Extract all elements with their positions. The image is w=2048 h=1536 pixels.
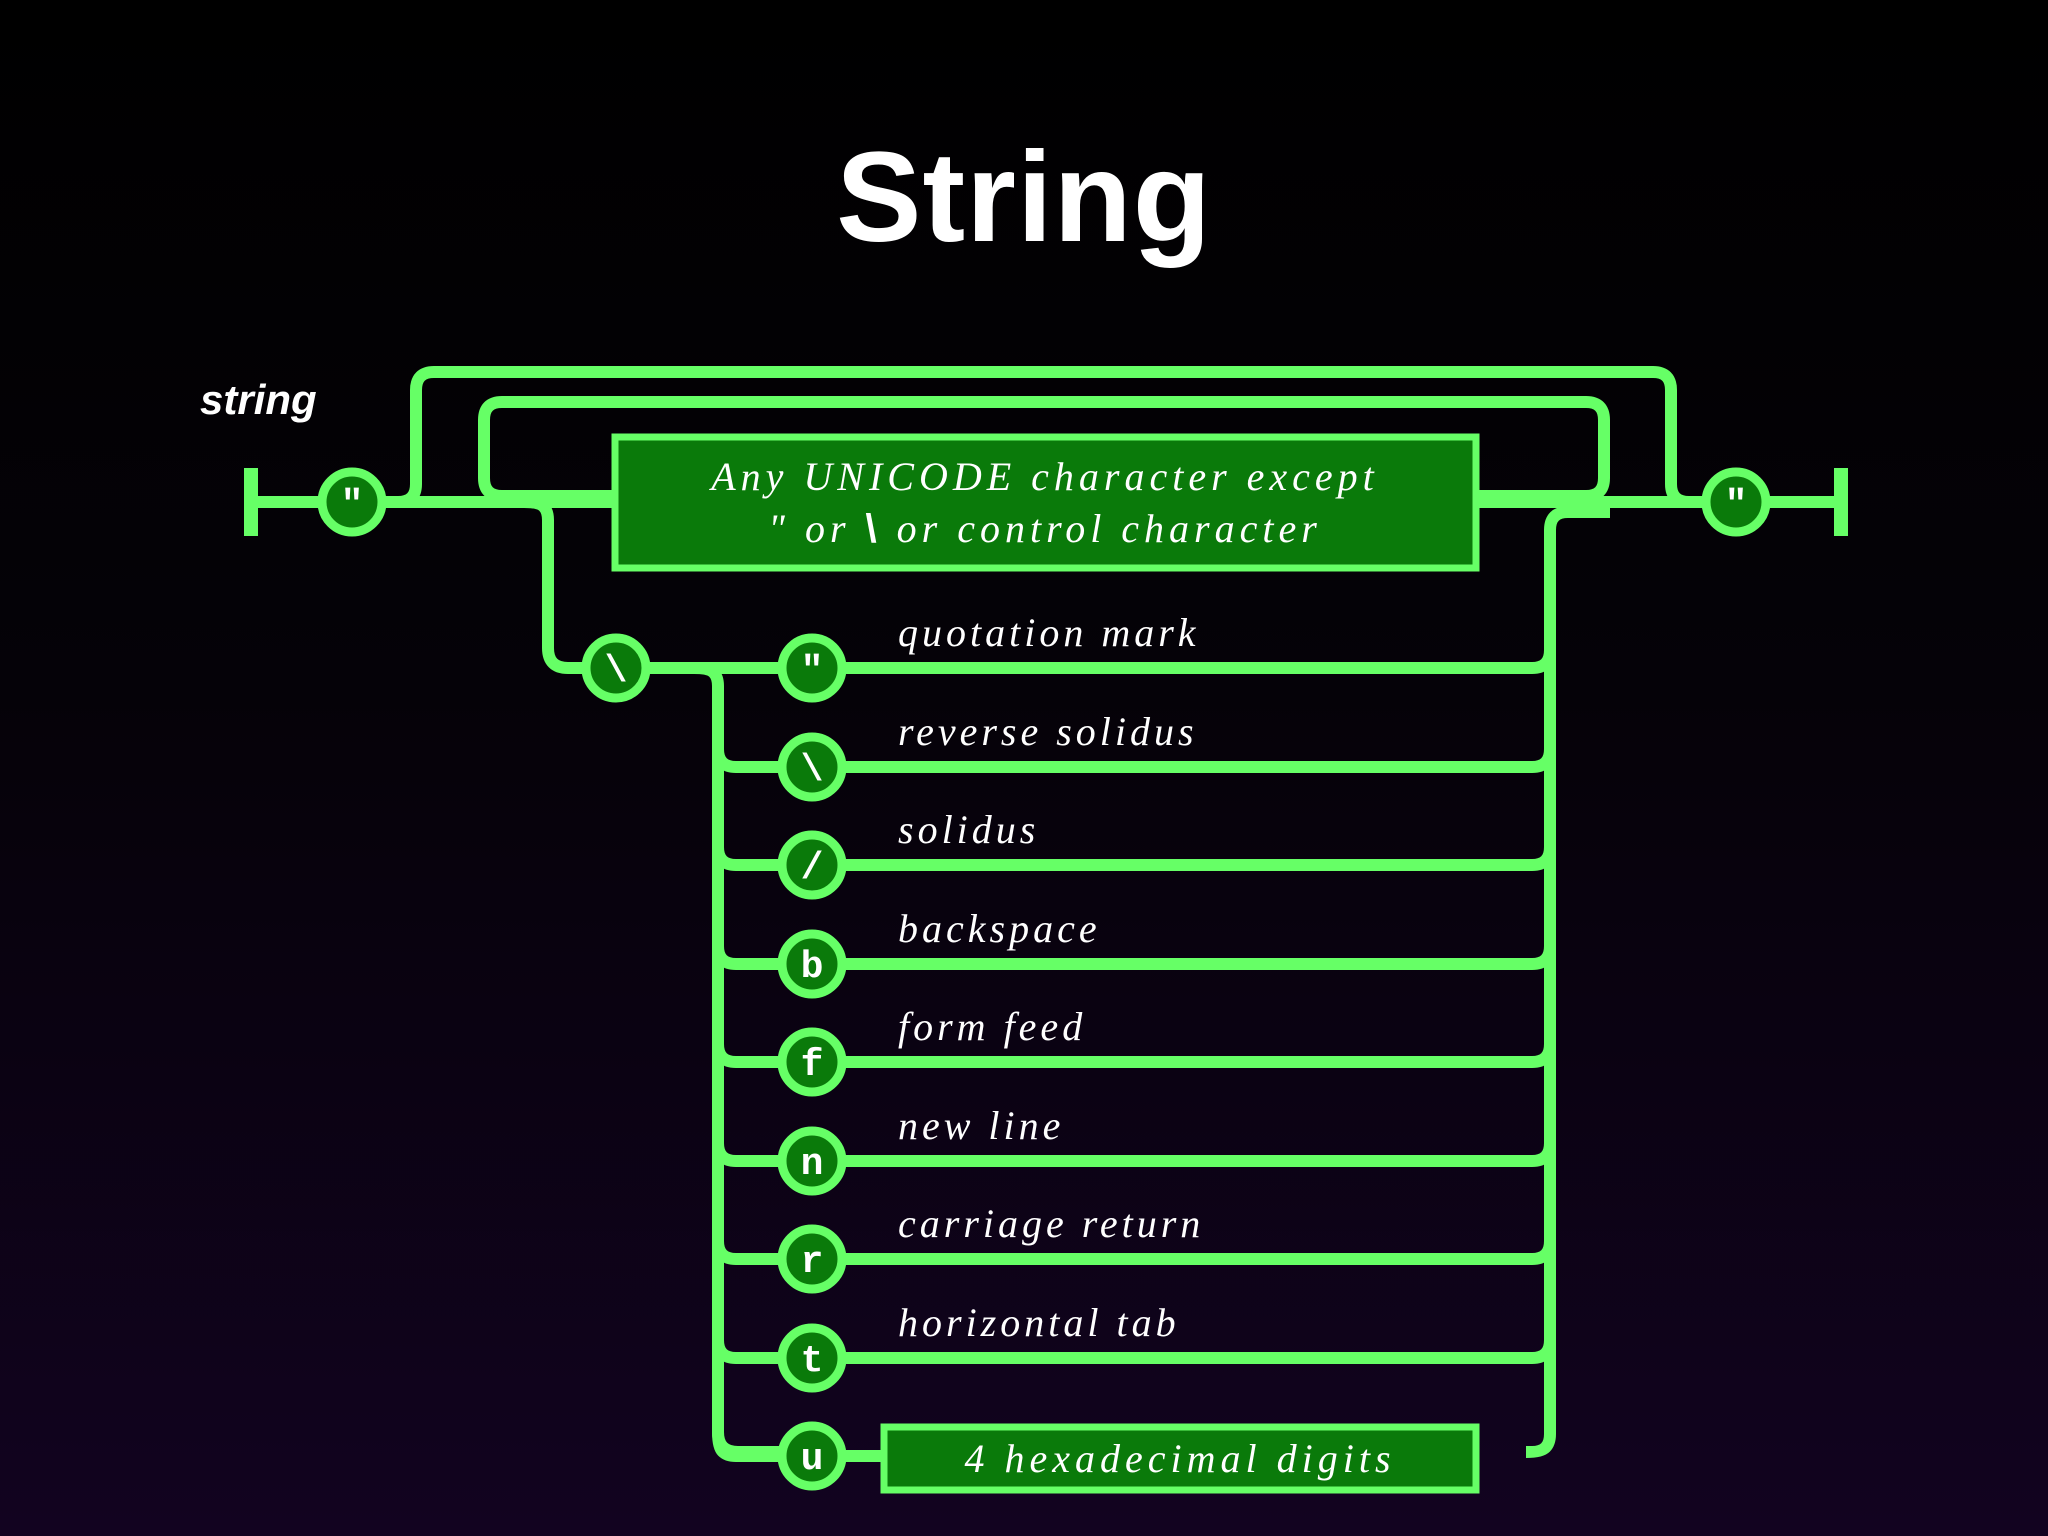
close-quote-label: " [1725,484,1748,527]
escape-description: carriage return [898,1201,1204,1246]
open-quote-node [317,467,387,537]
escape-row-track [834,1037,1557,1068]
escape-symbol: f [801,1044,824,1087]
escape-row-track [834,939,1557,970]
escape-node [777,1027,847,1097]
inner-loop-track [478,396,1610,502]
escape-description: reverse solidus [898,709,1198,754]
escape-symbol: t [801,1340,824,1383]
escape-node [777,1421,847,1491]
escape-description: quotation mark [898,610,1200,655]
escape-description: horizontal tab [898,1300,1180,1345]
rule-name-label: string [200,376,317,423]
escape-symbol: b [801,946,824,989]
escape-branch-track [523,495,592,674]
escape-row-track [834,1234,1557,1265]
unicode-character-box [611,433,1480,572]
unicode-box-line1: Any UNICODE character except [708,454,1379,499]
escape-node [777,1224,847,1294]
escape-row-track [834,1136,1557,1167]
escape-right-bus [1525,506,1610,1459]
escape-symbol: " [801,650,824,693]
backslash-label: \ [605,650,628,693]
unicode-box-line2: " or \ or control character [768,506,1322,551]
escape-row-track [711,1037,786,1068]
escape-description: backspace [898,906,1101,951]
escape-row-track [711,1333,786,1364]
hex-digits-box [880,1423,1480,1494]
escape-description: solidus [898,807,1039,852]
escape-rows: " quotation mark \ reverse solidus / solidus b… [711,610,1557,1491]
escape-row-track [834,1333,1557,1364]
escape-symbol: r [801,1241,824,1284]
escape-node [777,633,847,703]
hex-digits-label: 4 hexadecimal digits [964,1436,1395,1481]
escape-symbol: n [801,1143,824,1186]
escape-row-track [834,643,1557,674]
escape-node [777,1126,847,1196]
escape-row-track [834,742,1557,773]
escape-row-track [711,939,786,970]
outer-loop-track [382,366,1706,508]
backslash-node [581,633,651,703]
escape-description: form feed [898,1004,1086,1049]
escape-symbol: \ [801,749,824,792]
escape-node [777,732,847,802]
escape-row-track [711,742,786,773]
escape-symbol: / [801,847,824,890]
escape-node [777,1323,847,1393]
page-title: String [836,126,1212,269]
escape-row-track [711,1234,786,1265]
escape-node [777,929,847,999]
escape-row-track [834,840,1557,871]
escape-description: new line [898,1103,1064,1148]
escape-symbol: u [801,1438,824,1481]
open-quote-label: " [341,484,364,527]
escape-row-track [711,1431,786,1462]
escape-row-track [711,840,786,871]
escape-row-track [711,1136,786,1167]
close-quote-node [1701,467,1771,537]
escape-node [777,830,847,900]
